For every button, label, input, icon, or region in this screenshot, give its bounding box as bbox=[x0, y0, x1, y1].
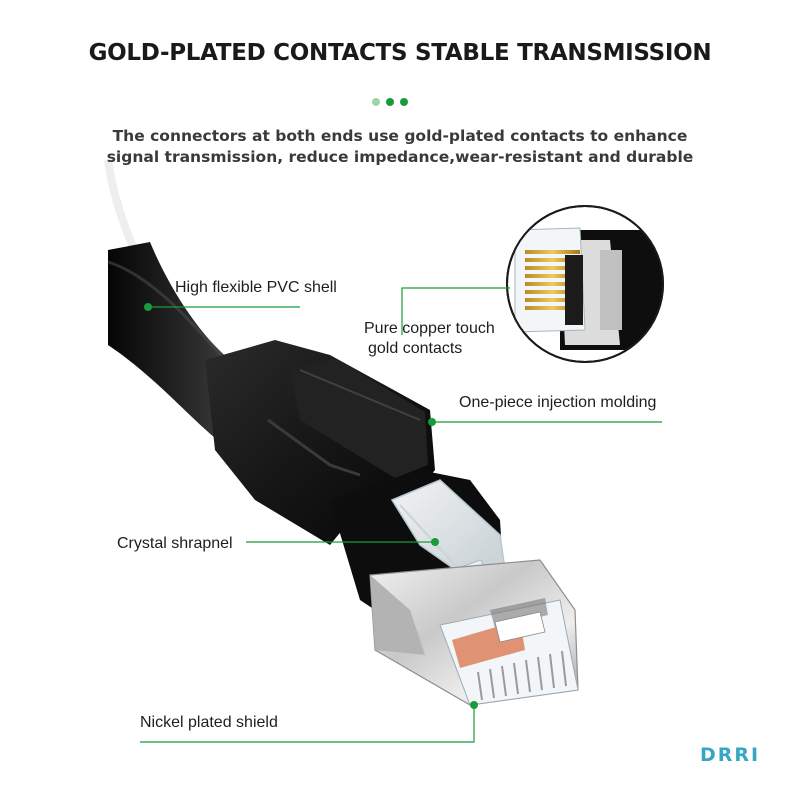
callout-pvc-shell: High flexible PVC shell bbox=[175, 279, 337, 296]
crystal-shrapnel-marker bbox=[431, 538, 439, 546]
copper-contacts-leader bbox=[401, 287, 510, 335]
callout-nickel-shield: Nickel plated shield bbox=[140, 714, 278, 731]
connector-boot bbox=[205, 340, 435, 545]
page-subtitle: The connectors at both ends use gold-pla… bbox=[100, 126, 700, 168]
callout-line: gold contacts bbox=[368, 340, 463, 357]
divider-dot bbox=[386, 98, 394, 106]
callout-copper-contacts: Pure copper touch gold contacts bbox=[364, 319, 495, 359]
callout-line: Pure copper touch bbox=[364, 320, 495, 337]
page-title: GOLD-PLATED CONTACTS STABLE TRANSMISSION bbox=[88, 40, 712, 66]
brand-logo: DRRI bbox=[700, 744, 761, 766]
callout-injection-molding: One-piece injection molding bbox=[459, 394, 657, 411]
divider-dot bbox=[372, 98, 380, 106]
nickel-shield-marker bbox=[470, 701, 478, 709]
nickel-shield-leader bbox=[140, 705, 475, 743]
divider-dot bbox=[400, 98, 408, 106]
shielded-plug bbox=[369, 559, 579, 706]
subtitle-line: signal transmission, reduce impedance,we… bbox=[106, 148, 694, 166]
injection-molding-marker bbox=[428, 418, 436, 426]
callout-crystal-shrapnel: Crystal shrapnel bbox=[117, 535, 233, 552]
zoom-detail bbox=[506, 205, 664, 363]
subtitle-line: The connectors at both ends use gold-pla… bbox=[112, 127, 688, 145]
pvc-shell-marker bbox=[144, 303, 152, 311]
